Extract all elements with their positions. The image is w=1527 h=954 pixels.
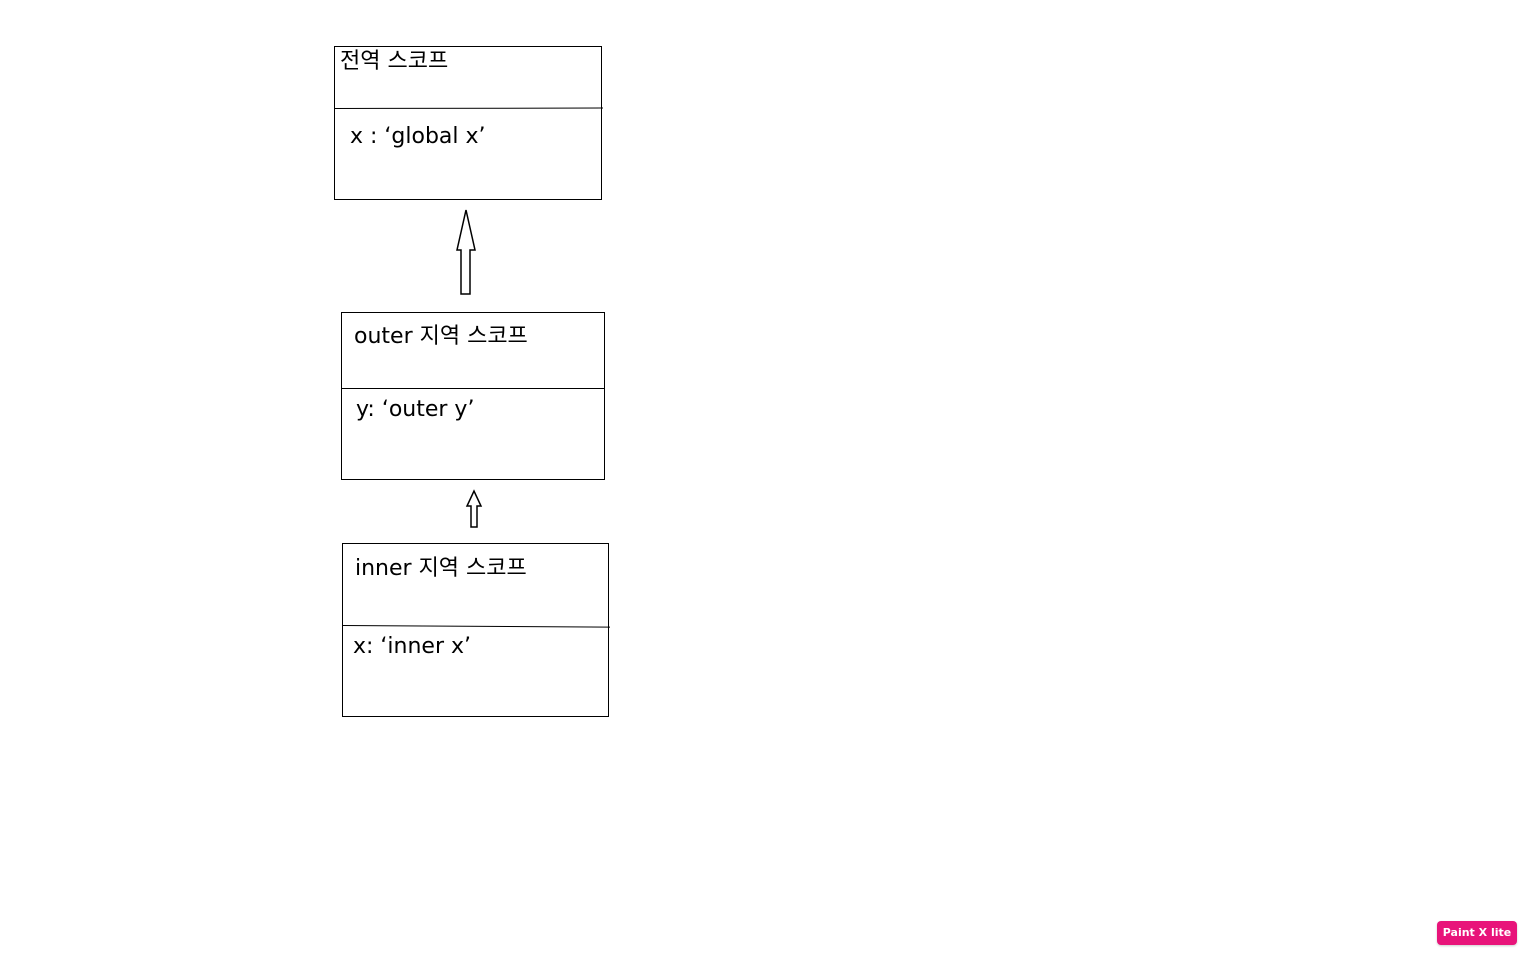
inner-to-outer-arrow [465,489,483,528]
outer-scope-divider [342,388,604,389]
outer-scope-box: outer 지역 스코프 y: ‘outer y’ [341,312,605,480]
inner-scope-divider [342,625,610,628]
global-scope-title: 전역 스코프 [340,49,449,74]
global-scope-box: 전역 스코프 x : ‘global x’ [334,46,604,200]
global-scope-divider [334,107,604,109]
outer-to-global-arrow [456,209,476,295]
outer-scope-title: outer 지역 스코프 [354,324,528,349]
paint-x-lite-watermark: Paint X lite [1437,921,1517,945]
inner-scope-title: inner 지역 스코프 [355,556,527,581]
global-scope-variable: x : ‘global x’ [350,124,486,149]
outer-scope-variable: y: ‘outer y’ [356,397,475,422]
inner-scope-variable: x: ‘inner x’ [353,634,472,659]
inner-scope-box: inner 지역 스코프 x: ‘inner x’ [342,543,610,717]
